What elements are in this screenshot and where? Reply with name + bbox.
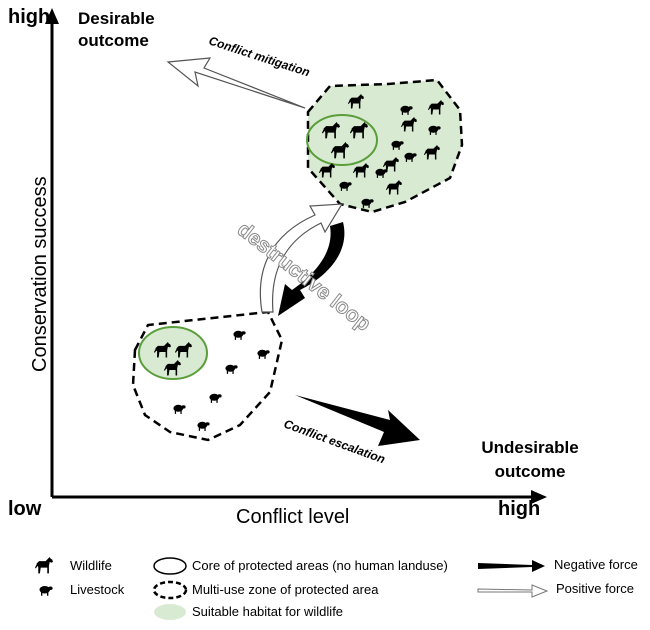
legend-livestock-label: Livestock	[70, 582, 125, 597]
upper-core-area	[306, 114, 378, 166]
conflict-mitigation-label: Conflict mitigation	[207, 34, 311, 80]
destructive-loop-positive-arrow	[259, 203, 344, 313]
legend-multi-use-label: Multi-use zone of protected area	[192, 582, 379, 597]
x-axis-arrowhead	[531, 490, 547, 504]
legend-graphics	[35, 557, 549, 620]
desirable-outcome-line1: Desirable	[78, 9, 155, 28]
legend-negative-force-label: Negative force	[554, 557, 638, 572]
legend-negative-force-arrow	[478, 560, 545, 572]
x-axis-low-label: low	[8, 498, 42, 520]
legend-positive-force-arrow	[477, 584, 549, 598]
undesirable-outcome-line1: Undesirable	[481, 438, 579, 457]
destructive-loop-negative-arrow	[278, 222, 345, 316]
x-axis-high-label: high	[498, 498, 541, 520]
undesirable-outcome-label: Undesirable outcome	[470, 436, 590, 484]
legend-wildlife-icon	[35, 557, 53, 574]
y-axis-high-label: high	[8, 6, 51, 28]
legend-positive-force-label: Positive force	[556, 581, 635, 596]
lower-core-area	[138, 326, 208, 380]
legend-core-label: Core of protected areas (no human landus…	[192, 558, 448, 573]
y-axis-label: Conservation success	[29, 176, 51, 372]
legend-multi-use-swatch	[152, 580, 188, 600]
legend-habitat-swatch	[154, 604, 186, 620]
legend-core-swatch	[153, 557, 187, 575]
x-axis-label: Conflict level	[236, 506, 350, 528]
upper-multi-use-zone	[306, 78, 464, 214]
conflict-mitigation-arrow	[166, 57, 306, 109]
axes	[45, 8, 547, 504]
desirable-outcome-line2: outcome	[78, 31, 149, 50]
desirable-outcome-label: Desirable outcome	[78, 8, 155, 52]
y-axis-arrowhead	[45, 8, 59, 24]
legend-habitat-label: Suitable habitat for wildlife	[192, 604, 344, 619]
upper-protected-area	[306, 78, 464, 214]
lower-protected-area	[131, 310, 284, 442]
legend-livestock-icon	[39, 586, 53, 596]
conflict-escalation-arrow	[295, 395, 420, 446]
legend-wildlife-label: Wildlife	[70, 558, 112, 573]
undesirable-outcome-line2: outcome	[494, 462, 566, 481]
